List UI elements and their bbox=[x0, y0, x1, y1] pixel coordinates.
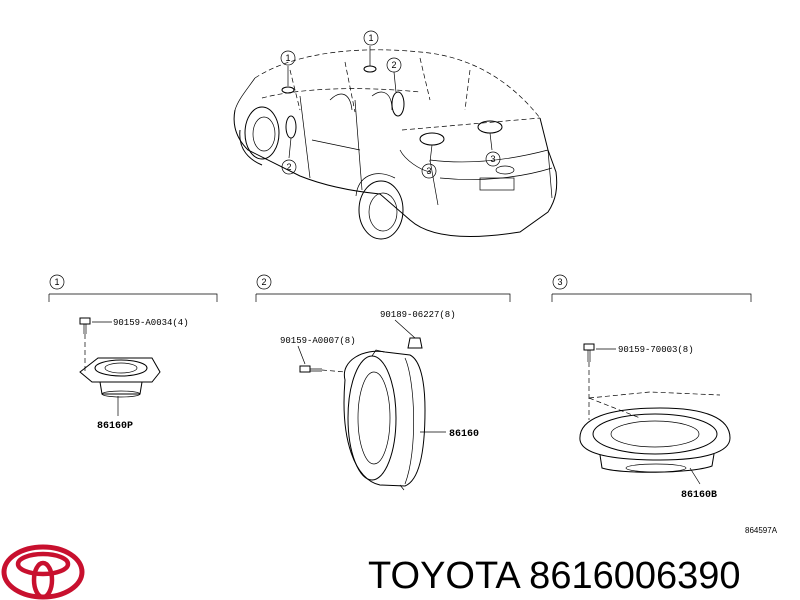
section-1-callout bbox=[49, 274, 65, 290]
svg-text:3: 3 bbox=[426, 166, 431, 176]
car-callout-2b: 2 bbox=[281, 159, 297, 175]
car-callout-3b: 3 bbox=[485, 151, 501, 167]
svg-text:2: 2 bbox=[391, 60, 396, 70]
clip-icon bbox=[407, 337, 423, 349]
section-1: 1 90159-A0034(4) 86160P bbox=[48, 274, 218, 432]
svg-text:1: 1 bbox=[368, 33, 373, 43]
svg-text:3: 3 bbox=[490, 154, 495, 164]
svg-text:3: 3 bbox=[557, 277, 562, 287]
part-label-90159-A0007: 90159-A0007(8) bbox=[280, 336, 356, 346]
car-callout-1a: 1 bbox=[280, 50, 296, 66]
car-callout-2a: 2 bbox=[386, 57, 402, 73]
part-label-86160P: 86160P bbox=[97, 421, 133, 432]
section-2-callout bbox=[256, 274, 272, 290]
diagram-reference: 864597A bbox=[745, 526, 778, 535]
speaker-86160-icon bbox=[343, 349, 426, 491]
car-illustration: 1 1 2 2 3 3 bbox=[233, 30, 558, 240]
part-label-90159-70003: 90159-70003(8) bbox=[618, 345, 694, 355]
footer-brand: TOYOTA 8616006390 bbox=[368, 555, 741, 597]
car-callout-3a: 3 bbox=[421, 163, 437, 179]
toyota-logo-icon bbox=[1, 544, 85, 600]
part-label-86160B: 86160B bbox=[681, 490, 717, 501]
screw-icon bbox=[299, 365, 322, 373]
screw-icon bbox=[79, 317, 91, 334]
speaker-86160P-icon bbox=[79, 357, 161, 398]
part-label-86160: 86160 bbox=[449, 429, 479, 440]
section-3: 3 90159-70003(8) 86160B bbox=[551, 274, 752, 501]
speaker-86160B-icon bbox=[579, 407, 731, 473]
car-callout-1b: 1 bbox=[363, 30, 379, 46]
part-label-90159-A0034: 90159-A0034(4) bbox=[113, 318, 189, 328]
svg-text:1: 1 bbox=[54, 277, 59, 287]
section-3-callout bbox=[552, 274, 568, 290]
section-2: 2 90189-06227(8) 90159-A0007(8) 86160 bbox=[255, 274, 511, 491]
part-label-90189-06227: 90189-06227(8) bbox=[380, 310, 456, 320]
screw-icon bbox=[583, 343, 595, 362]
svg-text:2: 2 bbox=[286, 162, 291, 172]
svg-text:2: 2 bbox=[261, 277, 266, 287]
svg-text:1: 1 bbox=[285, 53, 290, 63]
